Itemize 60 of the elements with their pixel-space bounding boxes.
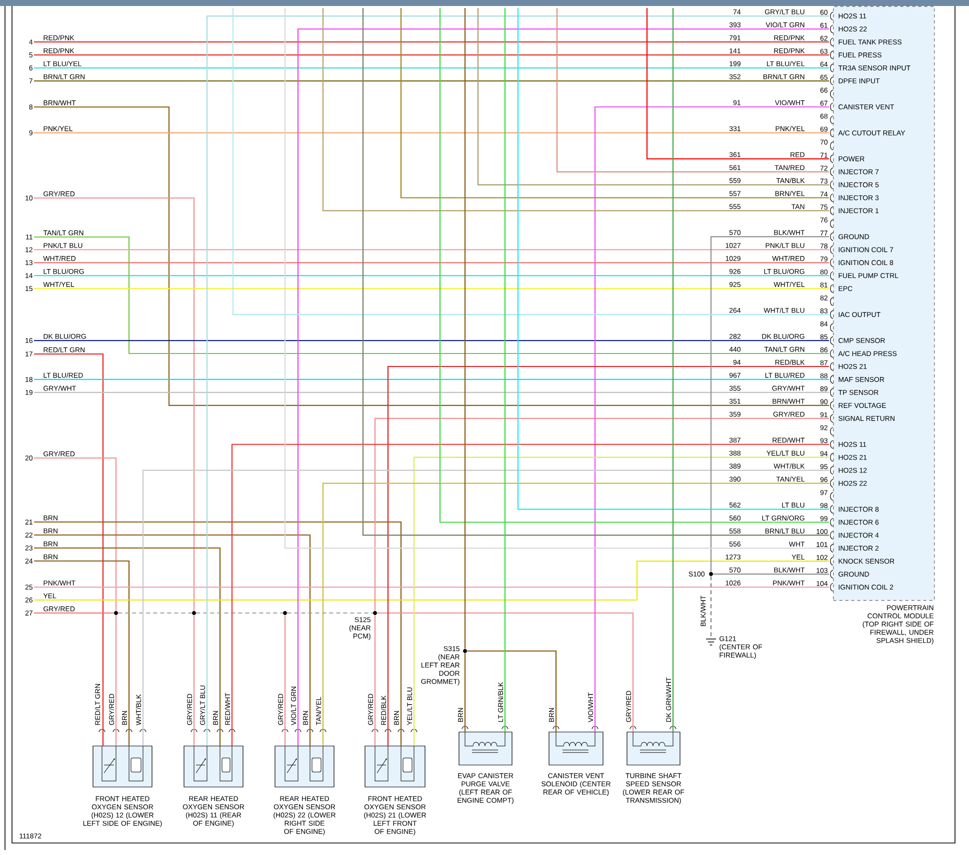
wire	[34, 41, 829, 43]
wire	[34, 132, 829, 134]
wire	[297, 28, 829, 746]
wire	[374, 418, 829, 611]
wire	[374, 615, 376, 746]
wire	[34, 586, 829, 588]
wire	[284, 8, 829, 549]
wire	[118, 612, 192, 614]
wire	[34, 288, 829, 290]
wire	[464, 8, 466, 649]
wire	[34, 80, 829, 82]
wire	[34, 378, 829, 380]
wire	[34, 275, 829, 276]
wire	[646, 8, 829, 160]
wire	[362, 8, 829, 536]
wire	[517, 8, 829, 510]
wire	[196, 612, 283, 614]
wire	[232, 8, 829, 316]
wire	[377, 612, 634, 732]
wire	[400, 8, 829, 198]
wire	[467, 650, 557, 732]
wire	[413, 456, 829, 746]
wire	[206, 15, 829, 746]
wire	[34, 249, 829, 250]
wire	[713, 573, 829, 575]
wire	[115, 615, 117, 746]
ground-symbol	[706, 638, 716, 646]
wire	[34, 340, 829, 342]
wire	[193, 615, 195, 746]
wire	[710, 576, 712, 638]
wire	[34, 534, 311, 746]
wire	[477, 8, 829, 186]
wire	[34, 560, 829, 601]
wire	[142, 470, 829, 746]
wire	[284, 615, 286, 746]
wire	[672, 8, 674, 732]
wire	[34, 521, 402, 746]
wire	[439, 8, 829, 523]
wire	[34, 54, 829, 56]
wire	[34, 560, 130, 746]
wire	[322, 482, 829, 746]
wire	[34, 236, 829, 354]
wire	[504, 8, 506, 732]
wire	[594, 106, 829, 732]
wire	[387, 366, 829, 746]
wire	[34, 612, 114, 614]
wire	[34, 106, 829, 406]
wire	[34, 67, 829, 68]
wire	[556, 8, 829, 172]
wire	[322, 8, 829, 212]
wire	[287, 612, 373, 614]
wire	[231, 444, 829, 746]
wire	[34, 457, 117, 611]
wire	[34, 392, 829, 393]
wire	[34, 547, 221, 746]
wire	[34, 262, 829, 264]
wire	[464, 653, 466, 732]
wire	[34, 353, 104, 746]
wire	[710, 236, 829, 572]
wire	[34, 197, 195, 611]
